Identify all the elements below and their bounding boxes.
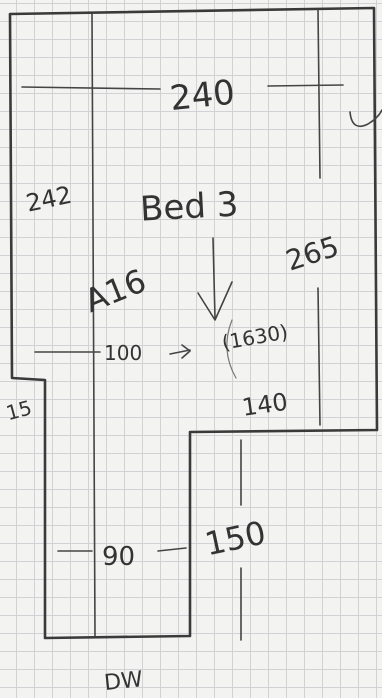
wall-bump [349,109,382,128]
top-dimension-line-right [267,84,344,87]
left-offset-label: 15 [3,395,34,425]
door-label: DW [103,667,144,696]
left-interior-line [91,13,96,637]
down-arrow-head [197,281,233,321]
mid-arrow-head [181,344,191,359]
bottom-dimension-line-right [157,547,187,552]
outer-wall-outline [8,6,379,640]
right-interior-line-top [317,9,321,179]
room-code-label: A16 [79,261,151,320]
right-interior-line-bottom [317,287,321,426]
down-arrow-shaft [212,237,216,319]
paren-left [226,319,237,379]
bottom-width-label: 90 [102,542,135,572]
top-dimension-line-left [21,86,161,90]
mid-dimension-line-right [169,349,191,355]
right-height-label: 265 [282,230,343,278]
step-width-label: 140 [240,388,289,422]
left-height-label: 242 [24,181,75,218]
mid-width-label: 100 [104,341,142,365]
room-name-label: Bed 3 [139,184,239,229]
top-width-label: 240 [168,73,237,120]
bottom-height-label: 150 [201,513,269,563]
